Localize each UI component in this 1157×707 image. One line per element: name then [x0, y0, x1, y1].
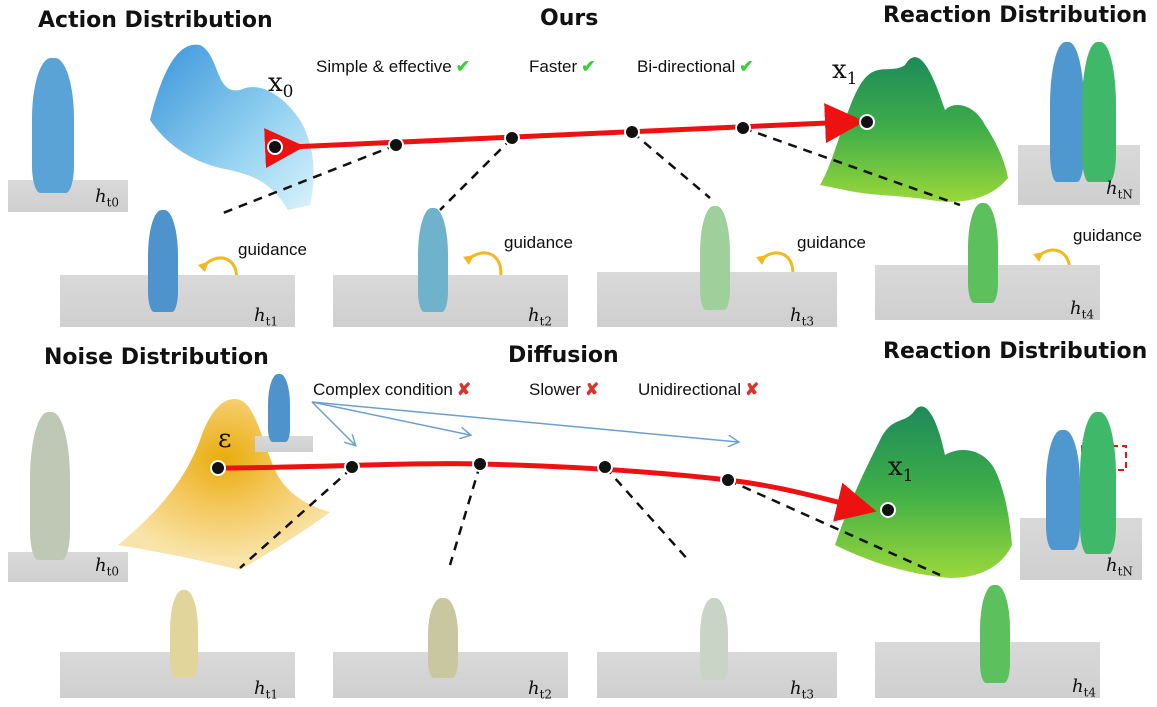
reaction-figure: [1080, 412, 1116, 554]
step-label-t4: ht4: [1070, 298, 1095, 322]
guidance-label: guidance: [797, 233, 867, 252]
floor-tile: [333, 275, 568, 327]
check-icon: ✔: [455, 57, 471, 76]
interpolated-figure: [418, 208, 448, 312]
condition-figure: [268, 374, 290, 442]
reaction-distribution-title: Reaction Distribution: [883, 3, 1148, 28]
trajectory-point: [267, 139, 283, 155]
diffusion-step-figure: [170, 590, 198, 678]
condition-arrow: [311, 401, 470, 435]
x1-label: x1: [888, 452, 914, 487]
step-label-t0: ht0: [95, 555, 120, 579]
feature-bi-directional: Bi-directional✔: [637, 57, 754, 76]
dashed-connector: [604, 466, 691, 563]
dashed-connector: [439, 137, 513, 211]
trajectory-line: [264, 103, 865, 169]
trajectory-point: [735, 120, 751, 136]
trajectory-point: [504, 130, 520, 146]
pushpin-cross-icon: ✘: [745, 380, 760, 399]
reaction-figure: [1046, 430, 1080, 550]
trajectory-point: [859, 114, 875, 130]
interpolated-figure: [700, 206, 730, 310]
step-label-tN: htN: [1106, 555, 1133, 579]
step-label-t1: ht1: [254, 678, 279, 702]
noise-distribution-title: Noise Distribution: [44, 345, 269, 370]
pushpin-cross-icon: ✘: [456, 380, 472, 399]
reaction-figure: [968, 203, 998, 303]
diffusion-step-figure: [980, 585, 1010, 683]
step-label-t3: ht3: [790, 305, 815, 329]
trajectory-point: [210, 460, 226, 476]
action-figure: [32, 58, 74, 193]
diffusion-step-figure: [700, 598, 728, 680]
step-label-t2: ht2: [528, 678, 553, 702]
trajectory-point: [720, 472, 736, 488]
trajectory-point: [344, 459, 360, 475]
step-label-t1: ht1: [254, 305, 279, 329]
trajectory-line: [217, 461, 877, 522]
action-distribution-title: Action Distribution: [38, 8, 273, 33]
epsilon-label: ε: [218, 424, 232, 454]
trajectory-point: [880, 502, 896, 518]
step-label-t4: ht4: [1072, 676, 1097, 700]
feature-faster: Faster✔: [529, 57, 596, 76]
condition-arrow: [311, 401, 355, 445]
dashed-connector: [448, 464, 482, 566]
reaction-distribution-title: Reaction Distribution: [883, 339, 1148, 364]
feature-unidirectional: Unidirectional✘: [638, 380, 760, 399]
step-label-tN: htN: [1106, 178, 1133, 202]
check-icon: ✔: [581, 57, 596, 76]
step-label-t3: ht3: [790, 678, 815, 702]
floor-tile: [8, 552, 128, 582]
diffusion-title: Diffusion: [508, 343, 619, 368]
trajectory-point: [388, 137, 404, 153]
guidance-label: guidance: [1073, 226, 1143, 245]
reaction-distribution-surface-bottom: [835, 406, 1012, 578]
reaction-figure: [1050, 42, 1084, 182]
noise-figure: [30, 412, 70, 560]
dashed-connector: [727, 478, 941, 577]
guidance-label: guidance: [504, 233, 574, 252]
dashed-connector: [631, 131, 711, 199]
pushpin-cross-icon: ✘: [584, 380, 600, 399]
action-figure: [148, 210, 178, 312]
diffusion-step-figure: [428, 598, 458, 678]
noise-distribution-surface: [118, 399, 330, 570]
trajectory-point: [472, 456, 488, 472]
trajectory-point: [597, 459, 613, 475]
reaction-figure: [1082, 42, 1116, 182]
trajectory-point: [624, 124, 640, 140]
reaction-distribution-surface-top: [820, 57, 1008, 202]
feature-simple-effective: Simple & effective✔: [316, 57, 471, 76]
condition-arrow: [311, 401, 738, 442]
check-icon: ✔: [739, 57, 754, 76]
action-distribution-surface: [150, 44, 314, 210]
step-label-t0: ht0: [95, 186, 120, 210]
feature-complex-condition: Complex condition✘: [313, 380, 472, 399]
feature-slower: Slower✘: [529, 380, 600, 399]
x0-label: x0: [268, 68, 294, 103]
ours-title: Ours: [540, 6, 599, 31]
x1-label: x1: [832, 55, 858, 90]
step-label-t2: ht2: [528, 305, 553, 329]
guidance-label: guidance: [238, 240, 308, 259]
